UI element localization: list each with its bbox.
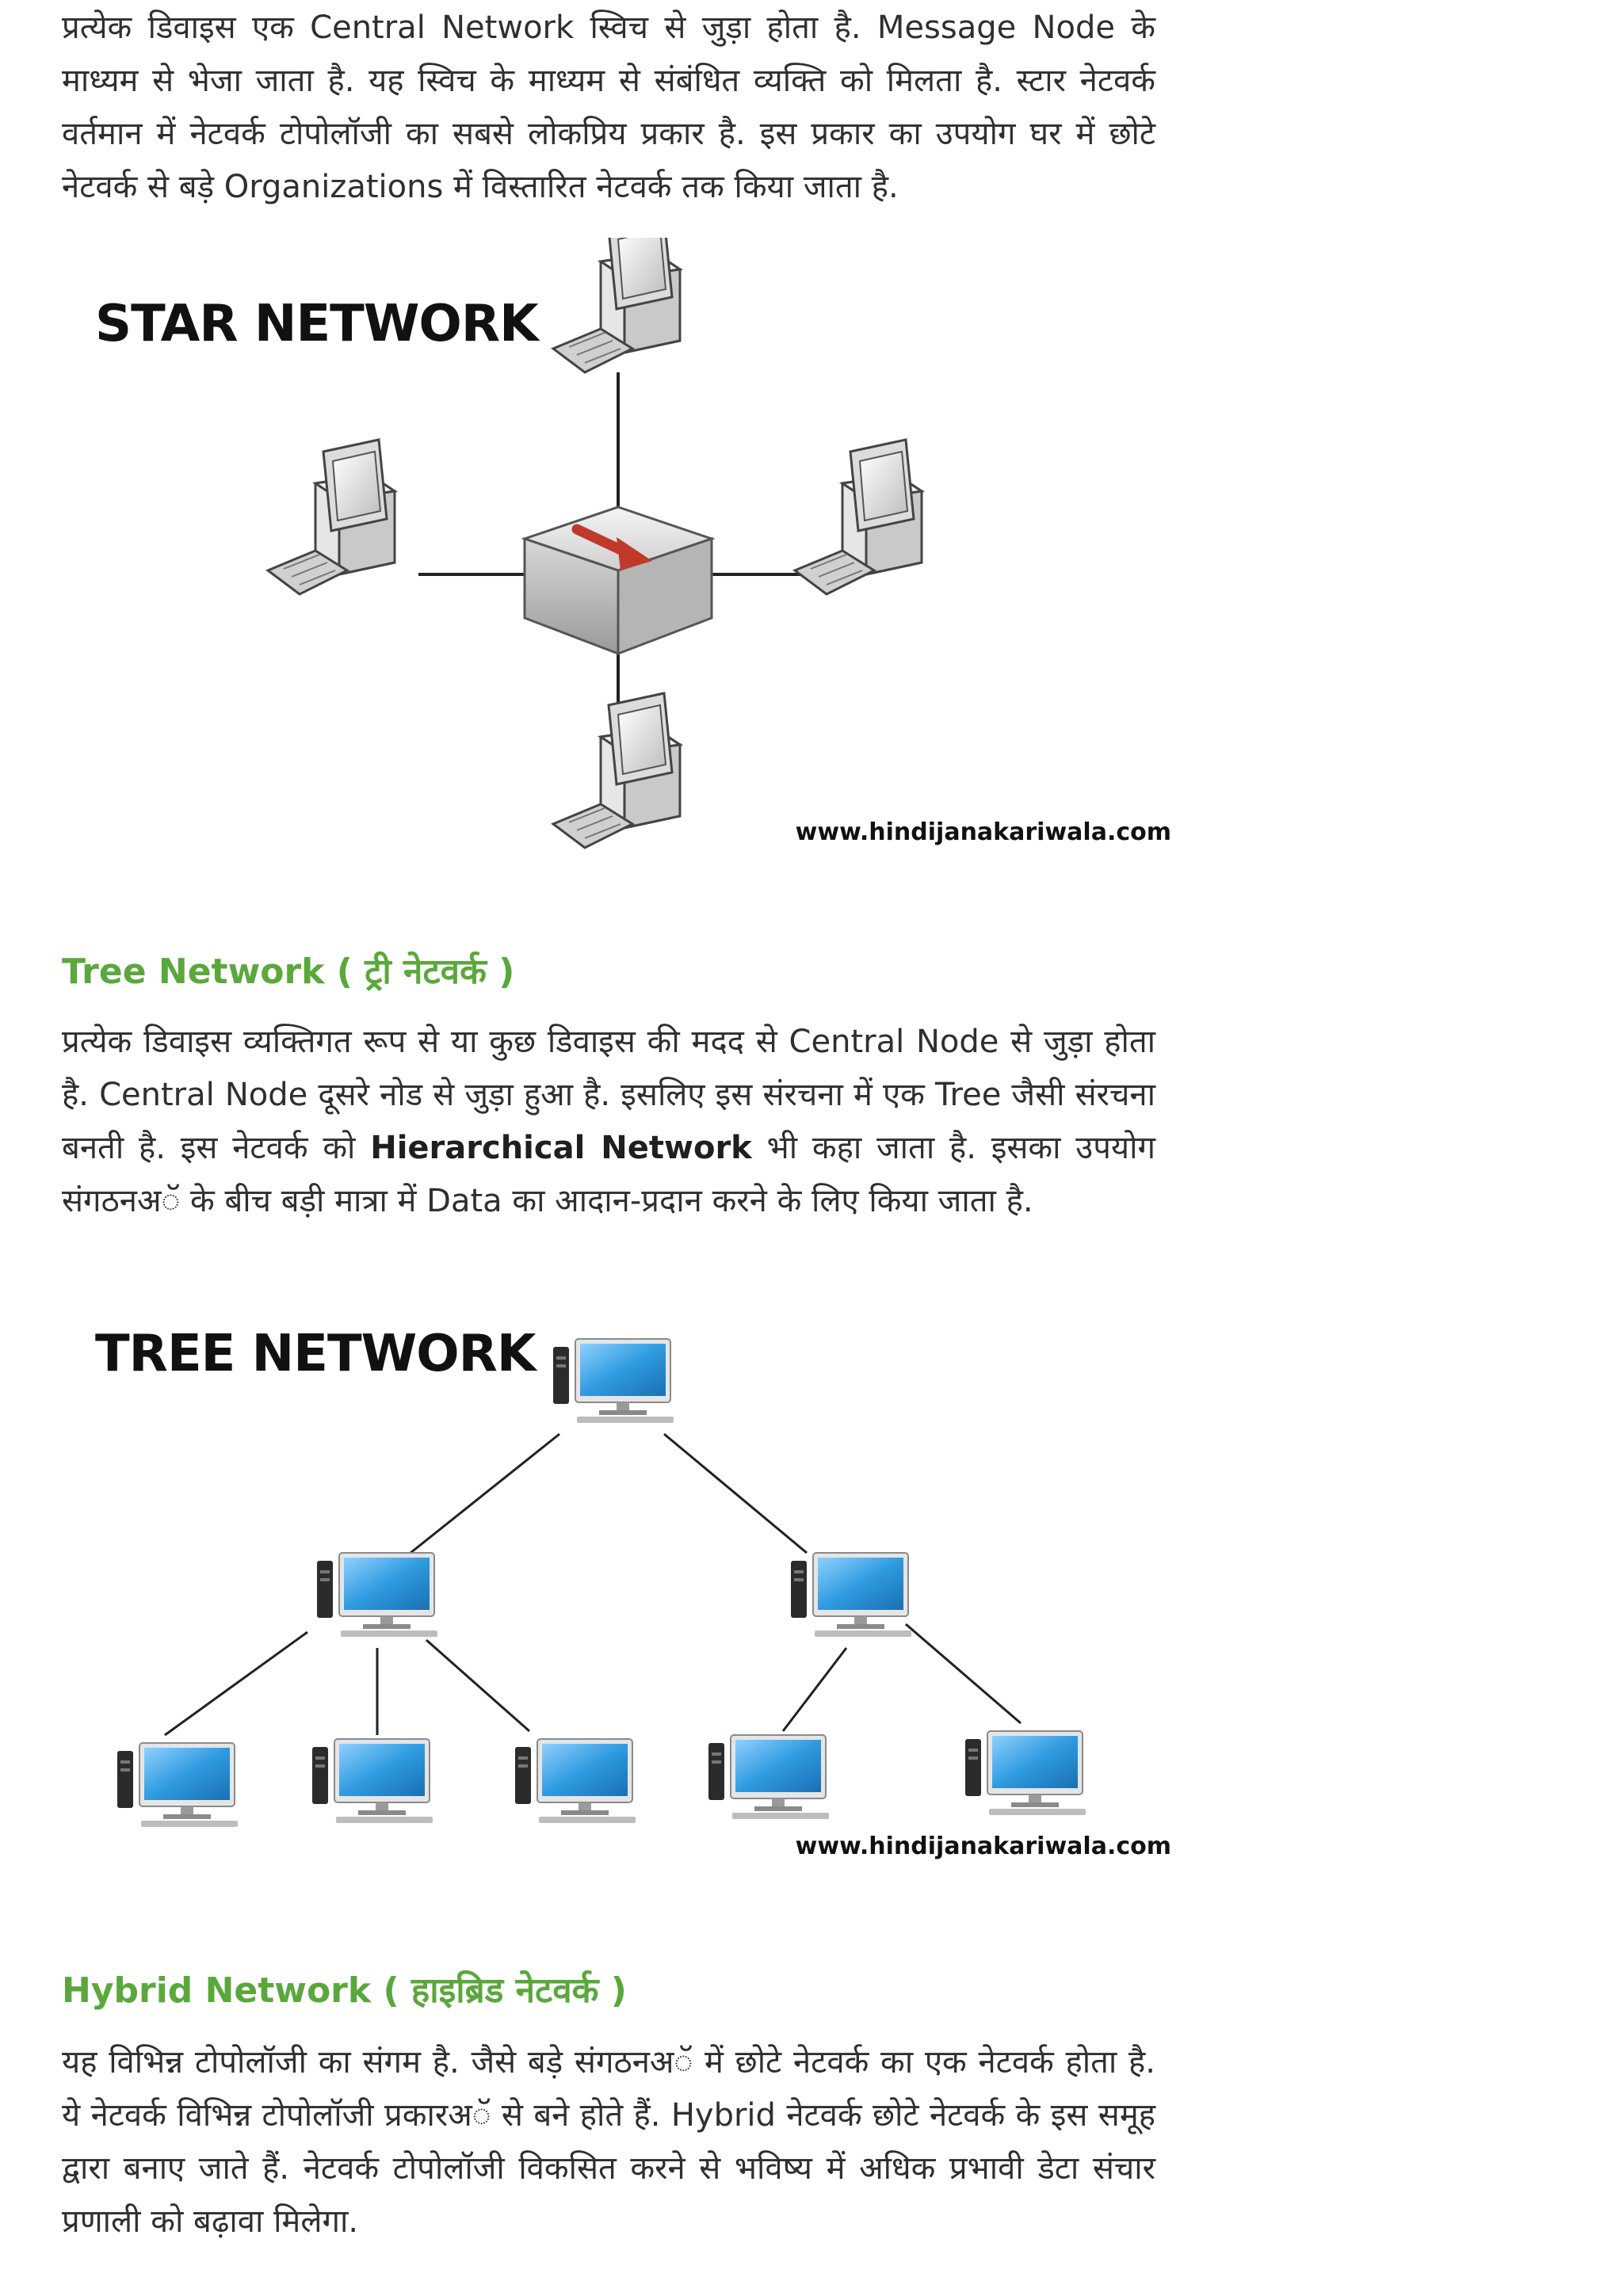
tree-paragraph-text: प्रत्येक डिवाइस व्यक्तिगत रूप से या कुछ …	[62, 1024, 1155, 1166]
computer-left-icon	[266, 438, 396, 596]
star-network-diagram: STAR NETWORK	[95, 238, 1171, 849]
tree-left-hub-computer-icon	[316, 1552, 438, 1638]
intro-paragraph: प्रत्येक डिवाइस एक Central Network स्विच…	[62, 10, 1155, 205]
tree-root-computer-icon	[552, 1338, 674, 1424]
switch-arrow-icon	[571, 524, 652, 570]
hybrid-network-paragraph: यह विभिन्न टोपोलॉजी का संगम है. जैसे बड़…	[62, 2044, 1155, 2240]
tree-right-hub-computer-icon	[790, 1552, 912, 1638]
tree-network-paragraph: प्रत्येक डिवाइस व्यक्तिगत रूप से या कुछ …	[62, 1016, 1155, 1228]
tree-links	[164, 1432, 1022, 1737]
star-network-figure: STAR NETWORK	[62, 238, 1171, 895]
tree-leaf-computer-2-icon	[311, 1738, 433, 1824]
hybrid-network-heading: Hybrid Network ( हाइब्रिड नेटवर्क )	[62, 1970, 627, 2011]
hierarchical-network-term: Hierarchical Network	[370, 1130, 752, 1166]
central-switch	[521, 505, 716, 656]
computer-bottom-icon	[552, 692, 682, 849]
computer-right-icon	[793, 438, 923, 596]
tree-leaf-computer-3-icon	[514, 1738, 636, 1824]
tree-leaf-computer-1-icon	[116, 1742, 239, 1828]
tree-paragraph-text-end: भी कहा जाता है. इसका उपयोग संगठनअॅ के बी…	[62, 1130, 1155, 1219]
star-network-title: STAR NETWORK	[95, 295, 540, 353]
tree-network-figure: TREE NETWORK www.hindijanakariwala.com	[62, 1291, 1171, 1878]
tree-leaf-computer-5-icon	[964, 1730, 1086, 1816]
star-figure-watermark-url: www.hindijanakariwala.com	[796, 818, 1171, 846]
tree-network-heading: Tree Network ( ट्री नेटवर्क )	[62, 952, 515, 992]
computer-top-icon	[552, 238, 682, 374]
tree-leaf-computer-4-icon	[708, 1734, 830, 1820]
tree-network-diagram: TREE NETWORK www.hindijanakariwala.com	[95, 1325, 1171, 1860]
tree-figure-watermark-url: www.hindijanakariwala.com	[796, 1833, 1171, 1860]
tree-network-title: TREE NETWORK	[95, 1325, 538, 1383]
